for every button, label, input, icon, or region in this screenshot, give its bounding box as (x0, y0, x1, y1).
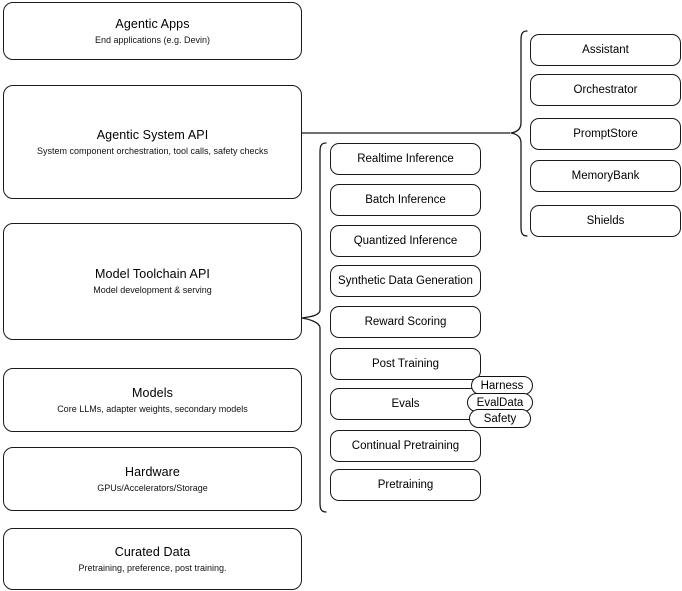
component-continual-pretraining[interactable]: Continual Pretraining (330, 430, 481, 462)
component-realtime-inference[interactable]: Realtime Inference (330, 143, 481, 175)
layer-title: Agentic System API (96, 127, 209, 142)
layer-title: Agentic Apps (115, 16, 190, 31)
layer-title: Models (132, 385, 173, 400)
layer-title: Hardware (125, 464, 180, 479)
layer-subtitle: Pretraining, preference, post training. (78, 562, 227, 573)
layer-subtitle: System component orchestration, tool cal… (36, 145, 269, 156)
component-memorybank[interactable]: MemoryBank (530, 160, 681, 192)
component-reward-scoring[interactable]: Reward Scoring (330, 306, 481, 338)
middle-brace (301, 142, 327, 513)
component-batch-inference[interactable]: Batch Inference (330, 184, 481, 216)
layer-model-toolchain-api[interactable]: Model Toolchain API Model development & … (3, 223, 302, 340)
component-evals[interactable]: Evals (330, 388, 481, 420)
layer-hardware[interactable]: Hardware GPUs/Accelerators/Storage (3, 447, 302, 511)
component-promptstore[interactable]: PromptStore (530, 118, 681, 150)
component-synthetic-data-generation[interactable]: Synthetic Data Generation (330, 265, 481, 297)
component-assistant[interactable]: Assistant (530, 34, 681, 66)
layer-subtitle: End applications (e.g. Devin) (94, 34, 211, 45)
layer-subtitle: GPUs/Accelerators/Storage (97, 482, 208, 493)
layer-curated-data[interactable]: Curated Data Pretraining, preference, po… (3, 528, 302, 590)
layer-agentic-system-api[interactable]: Agentic System API System component orch… (3, 85, 302, 199)
layer-subtitle: Model development & serving (93, 285, 212, 295)
component-pretraining[interactable]: Pretraining (330, 469, 481, 501)
evals-pill-safety[interactable]: Safety (469, 409, 531, 428)
layer-subtitle: Core LLMs, adapter weights, secondary mo… (57, 403, 248, 414)
layer-models[interactable]: Models Core LLMs, adapter weights, secon… (3, 368, 302, 432)
component-shields[interactable]: Shields (530, 205, 681, 237)
component-quantized-inference[interactable]: Quantized Inference (330, 225, 481, 257)
layer-agentic-apps[interactable]: Agentic Apps End applications (e.g. Devi… (3, 2, 302, 60)
right-brace (510, 30, 528, 237)
layer-title: Curated Data (114, 544, 191, 559)
layer-title: Model Toolchain API (95, 267, 210, 281)
component-post-training[interactable]: Post Training (330, 348, 481, 380)
component-orchestrator[interactable]: Orchestrator (530, 74, 681, 106)
